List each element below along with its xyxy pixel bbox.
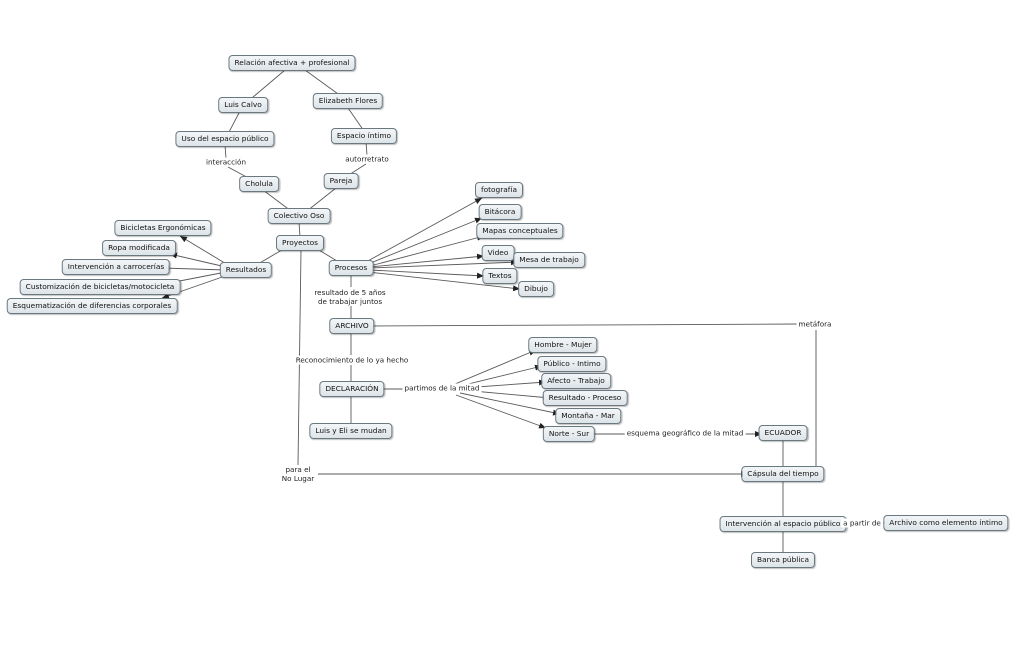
node-archivo-intimo[interactable]: Archivo como elemento íntimo (883, 515, 1009, 531)
node-mesa[interactable]: Mesa de trabajo (513, 252, 585, 268)
node-customizacion[interactable]: Customización de bicicletas/motocicleta (19, 279, 181, 295)
link-partimos-montana (459, 392, 561, 416)
node-relacion[interactable]: Relación afectiva + profesional (228, 55, 356, 71)
link-luis-uso (227, 110, 241, 135)
node-bicicletas[interactable]: Bicicletas Ergonómicas (114, 220, 212, 236)
node-fotografia[interactable]: fotografía (475, 182, 523, 198)
node-elizabeth[interactable]: Elizabeth Flores (312, 93, 384, 109)
node-bitacora[interactable]: Bitácora (478, 204, 522, 220)
node-mapas[interactable]: Mapas conceptuales (476, 223, 564, 239)
link-pareja-colectivo (306, 187, 337, 212)
link-resultados-carrocerias (161, 265, 227, 272)
node-norte[interactable]: Norte - Sur (542, 426, 596, 442)
node-resultado-proceso[interactable]: Resultado - Proceso (542, 390, 628, 406)
link-uso-interaccion (224, 144, 227, 159)
label-resultado5: resultado de 5 años de trabajar juntos (312, 288, 388, 306)
link-procesos-mesa (369, 259, 519, 269)
node-dibujo[interactable]: Dibujo (518, 281, 554, 297)
node-luis-calvo[interactable]: Luis Calvo (218, 97, 268, 113)
link-resultados-ropa (169, 252, 227, 268)
node-proyectos[interactable]: Proyectos (276, 235, 324, 251)
label-esquema: esquema geográfico de la mitad (624, 428, 746, 438)
node-capsula[interactable]: Cápsula del tiempo (741, 466, 825, 482)
node-ropa[interactable]: Ropa modificada (102, 240, 176, 256)
label-partimos: partimos de la mitad (402, 383, 482, 393)
node-ecuador[interactable]: ECUADOR (758, 425, 808, 441)
link-procesos-video (369, 253, 485, 268)
node-afecto[interactable]: Afecto - Trabajo (541, 373, 611, 389)
node-intervencion[interactable]: Intervención al espacio público (719, 516, 847, 532)
label-reconocimiento: Reconocimiento de lo ya hecho (293, 355, 411, 365)
link-espacio-autorretrato (365, 141, 368, 156)
link-partimos-hombre (454, 349, 537, 385)
node-espacio-intimo[interactable]: Espacio íntimo (330, 128, 398, 144)
link-cholula-colectivo (262, 189, 292, 212)
node-colectivo[interactable]: Colectivo Oso (267, 208, 331, 224)
node-resultados[interactable]: Resultados (219, 262, 273, 278)
label-metafora: metáfora (796, 319, 834, 329)
node-declaracion[interactable]: DECLARACIÓN (319, 381, 385, 397)
link-archivo-metafora (369, 323, 801, 327)
label-interaccion: interacción (203, 157, 249, 167)
link-partimos-publico (459, 364, 543, 387)
node-textos[interactable]: Textos (482, 268, 518, 284)
link-procesos-fotografia (365, 197, 483, 263)
link-procesos-mapas (369, 234, 485, 267)
link-procesos-textos (369, 269, 485, 279)
link-partimos-norte (455, 394, 547, 429)
node-hombre[interactable]: Hombre - Mujer (528, 337, 598, 353)
label-para-no-lugar: para el No Lugar (279, 465, 317, 483)
node-publico[interactable]: Público - Intimo (537, 356, 607, 372)
node-video[interactable]: Video (481, 245, 515, 261)
link-procesos-bitacora (367, 217, 483, 265)
node-luis-eli[interactable]: Luis y Eli se mudan (309, 423, 393, 439)
link-colectivo-proyectos (298, 221, 301, 238)
node-cholula[interactable]: Cholula (239, 176, 279, 192)
node-banca[interactable]: Banca pública (751, 552, 815, 568)
node-archivo[interactable]: ARCHIVO (329, 318, 375, 334)
label-autorretrato: autorretrato (343, 154, 391, 164)
node-carrocerias[interactable]: Intervención a carrocerías (61, 259, 171, 275)
link-resultados-bicicletas (179, 235, 229, 266)
node-esquematizacion[interactable]: Esquematización de diferencias corporale… (6, 298, 178, 314)
label-a-partir: a partir de (841, 518, 883, 528)
node-uso-espacio[interactable]: Uso del espacio público (175, 131, 275, 147)
node-montana[interactable]: Montaña - Mar (555, 408, 621, 424)
link-procesos-dibujo (367, 271, 521, 292)
node-pareja[interactable]: Pareja (323, 173, 359, 189)
link-elizabeth-espacio (347, 107, 365, 132)
node-procesos[interactable]: Procesos (328, 260, 374, 276)
